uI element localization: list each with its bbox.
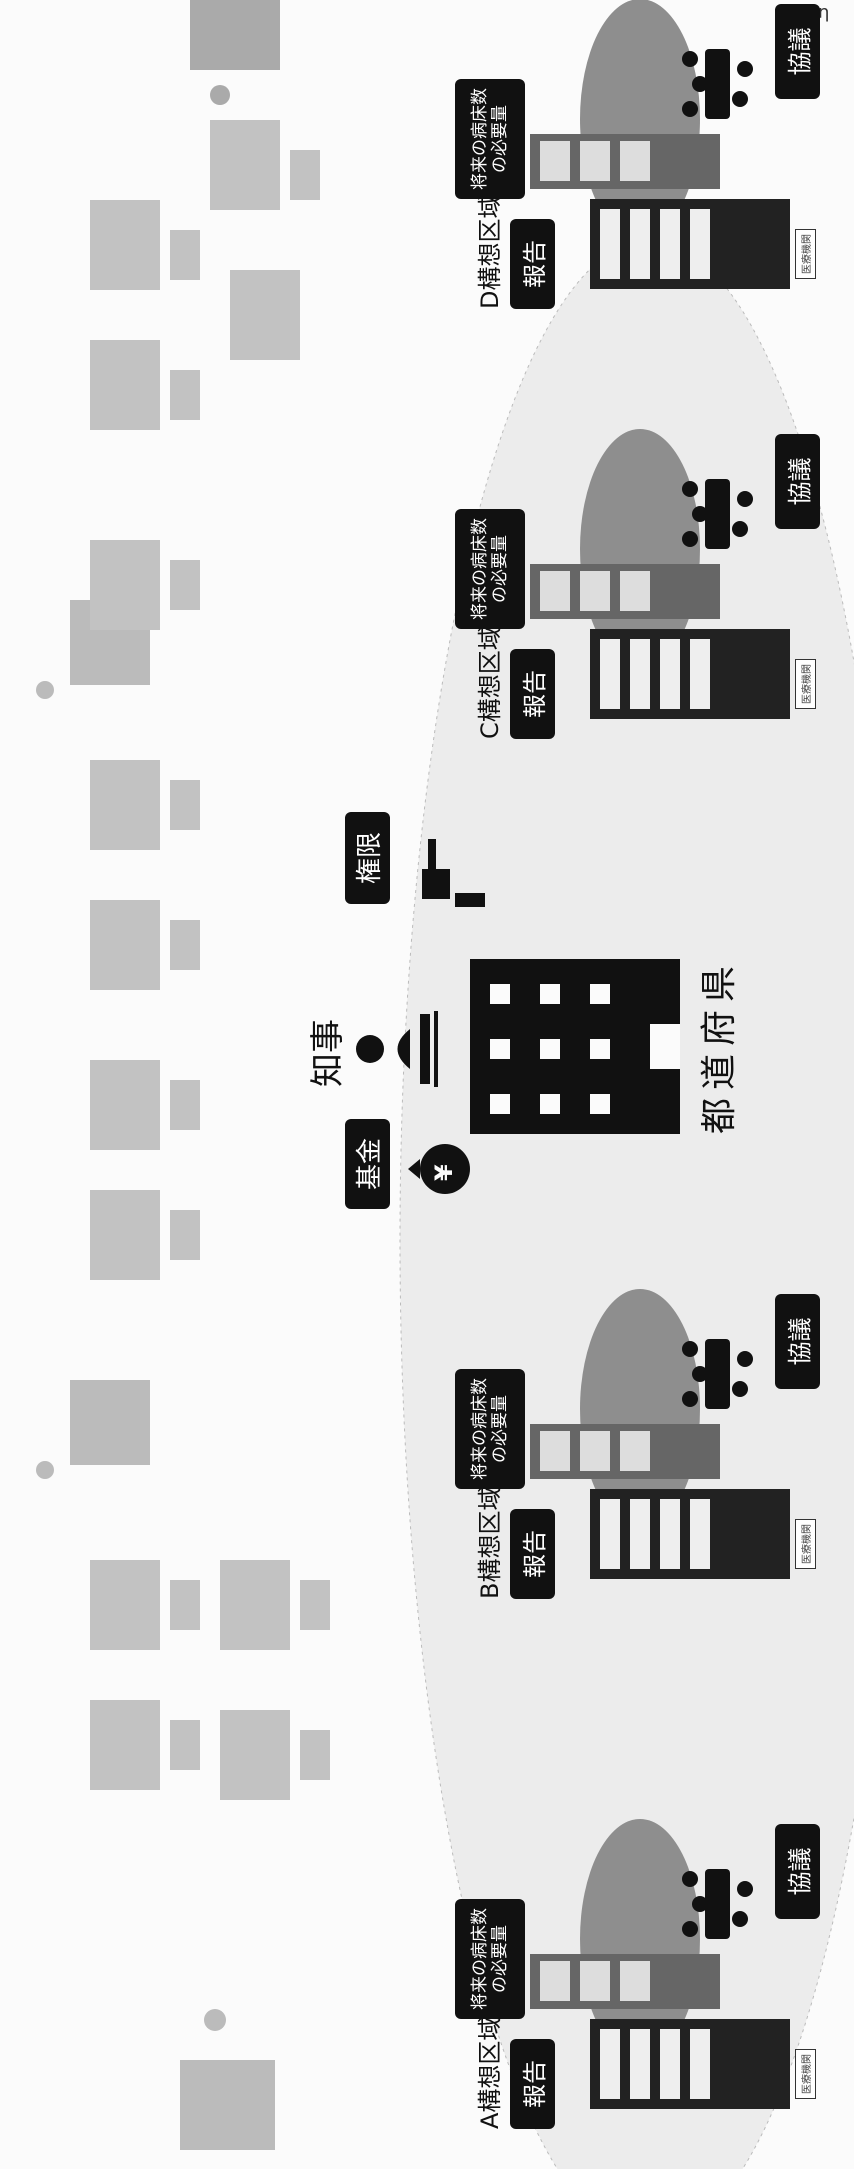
institution-building-icon [590, 629, 790, 719]
region-group: A構想区域報告 将来の病床数の必要量 協議医療機関 [0, 1819, 854, 2139]
report-label: 報告 [510, 649, 555, 739]
region-graphic [0, 0, 854, 319]
beds-label: 将来の病床数の必要量 [455, 79, 525, 199]
meeting-people-icon [682, 1339, 753, 1409]
beds-label-line1: 将来の病床数 [470, 1908, 490, 2010]
region-group: D構想区域報告 将来の病床数の必要量 協議医療機関 [0, 0, 854, 319]
beds-label: 将来の病床数の必要量 [455, 509, 525, 629]
beds-label-line1: 将来の病床数 [470, 88, 490, 190]
region-graphic [0, 1289, 854, 1609]
governor-label: 知事 [300, 1019, 349, 1087]
meeting-label: 協議 [775, 4, 820, 99]
beds-label: 将来の病床数の必要量 [455, 1899, 525, 2019]
beds-label-line1: 将来の病床数 [470, 518, 490, 620]
report-label: 報告 [510, 1509, 555, 1599]
prefecture-name: 都道府県 [690, 958, 742, 1134]
beds-label-line2: の必要量 [490, 1395, 510, 1463]
beds-tower-icon [530, 564, 720, 619]
authority-hand-icon [422, 839, 485, 907]
authority-label: 権限 [345, 812, 390, 904]
beds-label-line2: の必要量 [490, 105, 510, 173]
fund-symbol: ¥ [430, 1164, 458, 1181]
region-group: B構想区域報告 将来の病床数の必要量 協議医療機関 [0, 1289, 854, 1609]
beds-label-line2: の必要量 [490, 1925, 510, 1993]
institution-label: 医療機関 [795, 2049, 816, 2099]
meeting-label: 協議 [775, 1824, 820, 1919]
meeting-people-icon [682, 479, 753, 549]
meeting-people-icon [682, 1869, 753, 1939]
building-windows [490, 984, 610, 1114]
fund-label: 基金 [345, 1119, 390, 1209]
institution-label: 医療機関 [795, 229, 816, 279]
institution-building-icon [590, 199, 790, 289]
region-name: A構想区域 [470, 2017, 505, 2129]
governor-figure [356, 1011, 438, 1087]
beds-label-line2: の必要量 [490, 535, 510, 603]
beds-tower-icon [530, 134, 720, 189]
beds-label: 将来の病床数の必要量 [455, 1369, 525, 1489]
institution-building-icon [590, 1489, 790, 1579]
report-label: 報告 [510, 2039, 555, 2129]
beds-tower-icon [530, 1424, 720, 1479]
region-name: C構想区域 [470, 626, 505, 739]
beds-tower-icon [530, 1954, 720, 2009]
institution-label: 医療機関 [795, 659, 816, 709]
region-name: D構想区域 [470, 195, 505, 309]
institution-label: 医療機関 [795, 1519, 816, 1569]
region-graphic [0, 1819, 854, 2139]
region-graphic [0, 429, 854, 749]
meeting-label: 協議 [775, 1294, 820, 1389]
region-group: C構想区域報告 将来の病床数の必要量 協議医療機関 [0, 429, 854, 749]
institution-building-icon [590, 2019, 790, 2109]
meeting-label: 協議 [775, 434, 820, 529]
beds-label-line1: 将来の病床数 [470, 1378, 490, 1480]
region-name: B構想区域 [470, 1487, 505, 1599]
report-label: 報告 [510, 219, 555, 309]
meeting-people-icon [682, 49, 753, 119]
